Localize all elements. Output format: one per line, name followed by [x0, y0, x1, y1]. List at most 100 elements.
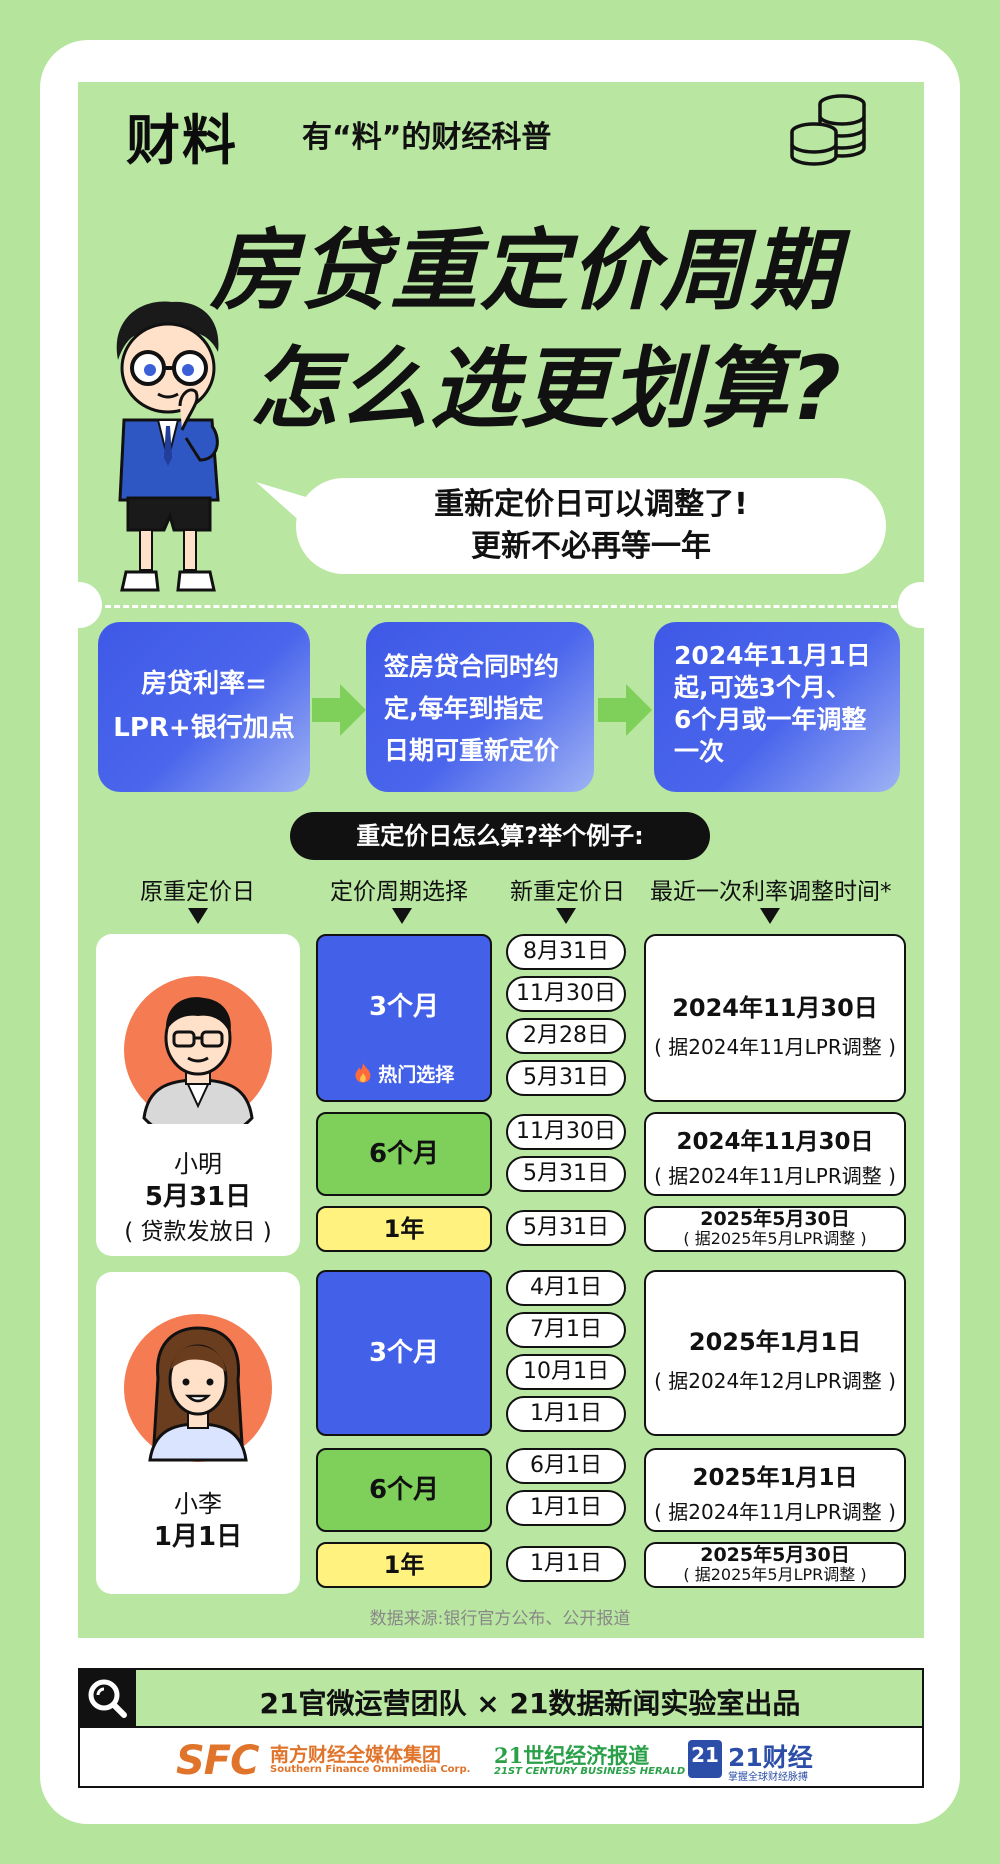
latest-adjustment-basis: ( 据2024年11月LPR调整 ): [654, 1164, 896, 1188]
period-6-months: 6个月: [316, 1448, 492, 1532]
column-header-original: 原重定价日: [140, 879, 255, 905]
new-date-pill: 11月30日: [506, 976, 626, 1012]
new-date-pill: 6月1日: [506, 1448, 626, 1484]
c21-logo-sub: 掌握全球财经脉搏: [728, 1772, 808, 1783]
flow-box3-line4: 一次: [674, 737, 725, 766]
new-date-pill: 5月31日: [506, 1156, 626, 1192]
ticket-notch-left: [56, 582, 102, 628]
latest-adjustment-basis: ( 据2024年11月LPR调整 ): [654, 1035, 896, 1059]
new-date-pill: 5月31日: [506, 1210, 626, 1246]
bubble-line2: 更新不必再等一年: [471, 529, 711, 564]
latest-adjustment-basis: ( 据2025年5月LPR调整 ): [683, 1229, 867, 1248]
new-date-pill: 1月1日: [506, 1490, 626, 1526]
brand-logo: 财料: [126, 109, 238, 172]
column-header-latest: 最近一次利率调整时间*: [650, 879, 892, 905]
latest-adjustment-box: 2024年11月30日 ( 据2024年11月LPR调整 ): [644, 1112, 906, 1196]
c21-logo-badge: 21: [688, 1740, 722, 1778]
arrow-right-icon: [598, 684, 652, 736]
latest-adjustment-box: 2025年1月1日 ( 据2024年11月LPR调整 ): [644, 1448, 906, 1532]
new-date-pill: 1月1日: [506, 1396, 626, 1432]
latest-adjustment-basis: ( 据2024年11月LPR调整 ): [654, 1500, 896, 1524]
flow-box3-line2: 起,可选3个月、: [674, 673, 851, 702]
flow-box1-line2: LPR+银行加点: [113, 713, 295, 743]
person-name: 小李: [174, 1490, 222, 1518]
main-title-line2: 怎么选更划算?: [250, 337, 844, 440]
flow-box2-line3: 日期可重新定价: [384, 736, 560, 765]
cbh-logo-en: 21ST CENTURY BUSINESS HERALD: [494, 1766, 686, 1777]
latest-adjustment-box: 2024年11月30日 ( 据2024年11月LPR调整 ): [644, 934, 906, 1102]
column-header-period: 定价周期选择: [330, 879, 468, 905]
latest-adjustment-date: 2024年11月30日: [676, 1129, 874, 1155]
flow-box3-line1: 2024年11月1日: [674, 641, 871, 670]
flow-box1-line1: 房贷利率=: [141, 669, 267, 699]
main-title-line1: 房贷重定价周期: [210, 219, 841, 322]
person-card-xiaoli: 小李 1月1日: [96, 1272, 300, 1594]
example-label: 重定价日怎么算?举个例子:: [290, 812, 710, 860]
original-reprice-date: 1月1日: [153, 1522, 243, 1552]
woman-avatar-illustration: [124, 1314, 272, 1462]
new-date-pill: 1月1日: [506, 1546, 626, 1582]
new-date-pill: 10月1日: [506, 1354, 626, 1390]
flow-box2-line2: 定,每年到指定: [384, 694, 544, 723]
latest-adjustment-date: 2025年1月1日: [692, 1465, 858, 1491]
flow-box-rate-formula: 房贷利率= LPR+银行加点: [98, 622, 310, 792]
latest-adjustment-box: 2025年5月30日 ( 据2025年5月LPR调整 ): [644, 1206, 906, 1252]
hot-choice-badge: 热门选择: [318, 1060, 490, 1087]
down-triangle-icon: [392, 908, 412, 924]
cbh-logo-cn: 21世纪经济报道: [494, 1743, 650, 1768]
new-date-pill: 5月31日: [506, 1060, 626, 1096]
latest-adjustment-box: 2025年1月1日 ( 据2024年12月LPR调整 ): [644, 1270, 906, 1436]
person-card-xiaoming: 小明 5月31日 ( 贷款发放日 ): [96, 934, 300, 1256]
cartoon-character-illustration: [116, 301, 220, 592]
dashed-divider: [96, 605, 906, 608]
latest-adjustment-box: 2025年5月30日 ( 据2025年5月LPR调整 ): [644, 1542, 906, 1588]
new-date-pill: 8月31日: [506, 934, 626, 970]
flow-box2-line1: 签房贷合同时约: [384, 652, 560, 681]
flow-box-contract: 签房贷合同时约 定,每年到指定 日期可重新定价: [366, 622, 594, 792]
latest-adjustment-basis: ( 据2024年12月LPR调整 ): [654, 1369, 896, 1393]
flow-box3-line3: 6个月或一年调整: [674, 705, 867, 734]
loan-date-note: ( 贷款发放日 ): [124, 1219, 272, 1245]
coins-icon: [790, 94, 866, 166]
ticket-notch-right: [898, 582, 944, 628]
new-date-pill: 7月1日: [506, 1312, 626, 1348]
period-1-year: 1年: [316, 1542, 492, 1588]
down-triangle-icon: [760, 908, 780, 924]
sfc-logo-cn: 南方财经全媒体集团: [270, 1744, 442, 1766]
credit-icon-box: [78, 1668, 136, 1728]
hot-choice-label: 热门选择: [378, 1064, 455, 1086]
sfc-logo: SFC: [176, 1738, 259, 1784]
data-source-note: 数据来源:银行官方公布、公开报道: [369, 1609, 631, 1629]
latest-adjustment-date: 2025年5月30日: [700, 1544, 850, 1566]
person-name: 小明: [174, 1150, 222, 1178]
period-6-months: 6个月: [316, 1112, 492, 1196]
new-date-pill: 4月1日: [506, 1270, 626, 1306]
new-date-pill: 2月28日: [506, 1018, 626, 1054]
bubble-line1: 重新定价日可以调整了!: [434, 487, 748, 522]
c21-logo-cn: 21财经: [728, 1743, 813, 1772]
logo-bar: [78, 1728, 924, 1788]
man-avatar-illustration: [124, 976, 272, 1124]
header-band: [78, 82, 924, 174]
brand-slogan: 有“料”的财经科普: [302, 120, 552, 155]
latest-adjustment-basis: ( 据2025年5月LPR调整 ): [683, 1565, 867, 1584]
flow-box-new-rule: 2024年11月1日 起,可选3个月、 6个月或一年调整 一次: [654, 622, 900, 792]
down-triangle-icon: [556, 908, 576, 924]
latest-adjustment-date: 2025年1月1日: [688, 1328, 862, 1356]
credit-text: 21官微运营团队 × 21数据新闻实验室出品: [259, 1687, 801, 1720]
period-label: 3个月: [368, 992, 440, 1022]
period-3-months: 3个月: [316, 1270, 492, 1436]
latest-adjustment-date: 2024年11月30日: [672, 994, 878, 1022]
latest-adjustment-date: 2025年5月30日: [700, 1208, 850, 1230]
magnifier-icon: [88, 1679, 127, 1718]
original-reprice-date: 5月31日: [144, 1182, 252, 1212]
down-triangle-icon: [188, 908, 208, 924]
period-3-months: 3个月 热门选择: [316, 934, 492, 1102]
credit-bar: [78, 1668, 924, 1728]
sfc-logo-en: Southern Finance Omnimedia Corp.: [270, 1764, 471, 1775]
new-date-pill: 11月30日: [506, 1114, 626, 1150]
column-header-new-date: 新重定价日: [510, 879, 625, 905]
fire-icon: [355, 1063, 371, 1083]
arrow-right-icon: [312, 684, 366, 736]
period-1-year: 1年: [316, 1206, 492, 1252]
